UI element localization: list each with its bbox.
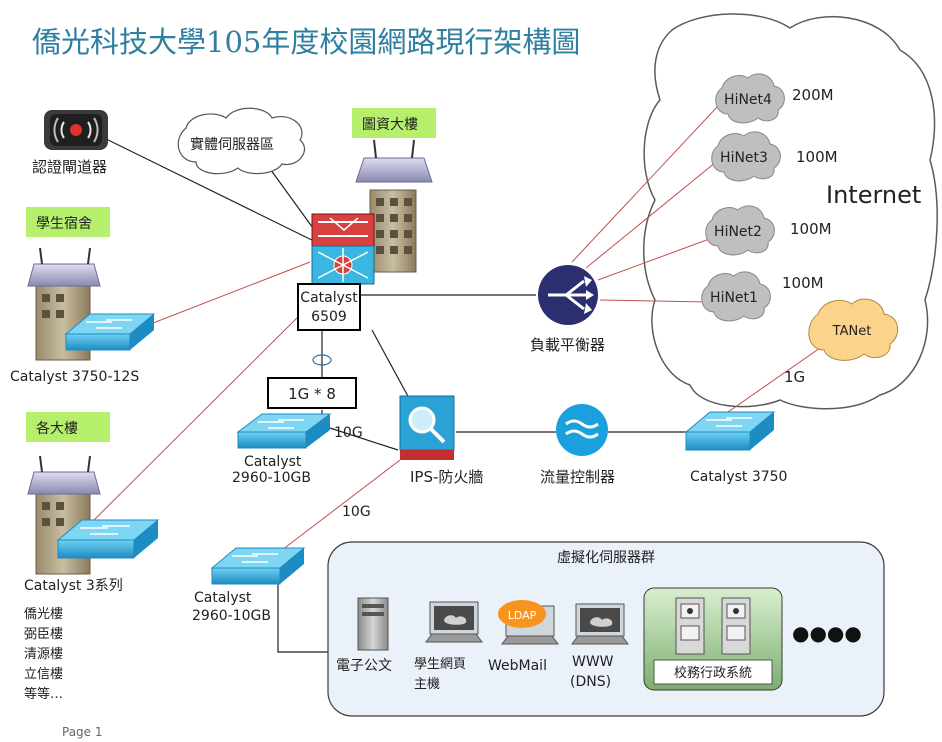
file-cabinet-icon [675, 597, 705, 655]
link-10g-b: 10G [342, 504, 371, 520]
isp-bandwidth: 100M [790, 220, 832, 238]
webmail-server: LDAP WebMail [488, 600, 559, 674]
switch-icon [236, 413, 332, 449]
internet-label: Internet [826, 181, 921, 209]
isp-hinet3: HiNet3 100M [711, 131, 838, 182]
vm-server-group: 虛擬化伺服器群 電子公文 學生網頁 主機 LDAP WebMail [327, 541, 885, 717]
core-switch-label-2: 6509 [311, 309, 347, 325]
link-1g: 1G [784, 368, 805, 386]
page-title: 僑光科技大學105年度校園網路現行架構圖 [32, 25, 580, 59]
switch-2960-a: Catalyst 2960-10GB 10G [232, 413, 363, 486]
campus-switch-label: Catalyst 3系列 [24, 578, 123, 594]
trunk-label-box: 1G * 8 [267, 377, 357, 409]
tanet-cloud: TANet [808, 298, 899, 361]
isp-name: HiNet4 [724, 92, 772, 108]
www-label-2: (DNS) [570, 674, 611, 690]
physical-server-zone: 實體伺服器區 [177, 107, 306, 175]
auth-gateway: 認證閘道器 [32, 110, 108, 176]
dorm-group: 學生宿舍 Catalyst 3750-12S [10, 207, 156, 385]
isp-bandwidth: 200M [792, 86, 834, 104]
load-balancer: 負載平衡器 [530, 265, 605, 354]
dorm-switch-icon [64, 313, 156, 351]
ldap-badge-label: LDAP [508, 609, 537, 622]
building-name-5: 等等… [24, 686, 63, 702]
isp-name: HiNet3 [720, 150, 768, 166]
switch-icon [684, 411, 776, 451]
catalyst-3750: Catalyst 3750 1G [684, 368, 805, 485]
more-indicator: ●●●● [792, 621, 862, 645]
auth-gateway-label: 認證閘道器 [32, 158, 107, 176]
ips-firewall: IPS-防火牆 10G [342, 395, 483, 520]
library-tag-label: 圖資大樓 [362, 117, 418, 133]
isp-bandwidth: 100M [796, 148, 838, 166]
switch-2960-b: Catalyst 2960-10GB [192, 547, 306, 624]
www-dns-server: WWW (DNS) [570, 603, 629, 690]
buildings-group: 各大樓 Catalyst 3系列 僑光樓 弼臣樓 清源樓 立信樓 等等… [24, 412, 160, 702]
buildings-tag [26, 412, 110, 442]
catalyst-3750-label: Catalyst 3750 [690, 469, 787, 485]
campus-switch-icon [56, 519, 160, 559]
link-10g-a: 10G [334, 425, 363, 441]
dorm-tag-label: 學生宿舍 [36, 215, 92, 232]
isp-bandwidth: 100M [782, 274, 824, 292]
internet-cloud: Internet [643, 13, 938, 410]
tanet-label: TANet [832, 324, 872, 339]
building-name-1: 僑光樓 [24, 607, 63, 622]
wave-icon [556, 404, 608, 456]
dorm-switch-label: Catalyst 3750-12S [10, 369, 139, 385]
switch-2960-b-label-1: Catalyst [194, 590, 252, 606]
webmail-label: WebMail [488, 658, 547, 674]
isp-name: HiNet2 [714, 224, 762, 240]
isp-hinet4: HiNet4 200M [715, 73, 834, 124]
admin-system-label: 校務行政系統 [674, 665, 752, 681]
building-name-4: 立信樓 [24, 667, 63, 682]
building-icon [355, 139, 433, 273]
library-building: 圖資大樓 [352, 108, 436, 273]
doc-server-label: 電子公文 [336, 658, 392, 674]
switch-2960-a-label-1: Catalyst [244, 454, 302, 470]
www-label-1: WWW [572, 654, 614, 670]
student-web-label-2: 主機 [414, 677, 440, 692]
building-name-2: 弼臣樓 [24, 627, 63, 642]
page-footer: Page 1 [62, 725, 103, 739]
building-name-3: 清源樓 [24, 647, 63, 662]
admin-system: 校務行政系統 [643, 587, 783, 691]
student-web-server: 學生網頁 主機 [414, 601, 483, 692]
core-switch-label-1: Catalyst [300, 290, 358, 306]
file-cabinet-icon [721, 597, 751, 655]
ldap-badge [498, 600, 546, 628]
switch-icon [210, 547, 306, 585]
isp-hinet1: HiNet1 100M [701, 271, 824, 322]
switch-2960-b-label-2: 2960-10GB [192, 608, 271, 624]
traffic-controller-label: 流量控制器 [540, 468, 615, 486]
physical-server-label: 實體伺服器區 [190, 136, 274, 153]
buildings-tag-label: 各大樓 [36, 421, 78, 437]
vm-group-title: 虛擬化伺服器群 [557, 550, 655, 566]
student-web-label-1: 學生網頁 [414, 657, 466, 672]
isp-name: HiNet1 [710, 290, 758, 306]
ips-firewall-label: IPS-防火牆 [410, 468, 483, 486]
traffic-controller: 流量控制器 [540, 404, 615, 486]
firewall-icon [399, 395, 455, 460]
core-switch: Catalyst 6509 [297, 213, 375, 331]
dorm-tag [26, 207, 110, 237]
doc-server: 電子公文 [336, 597, 392, 674]
switch-2960-a-label-2: 2960-10GB [232, 470, 311, 486]
isp-hinet2: HiNet2 100M [705, 205, 832, 256]
load-balancer-label: 負載平衡器 [530, 336, 605, 354]
links [91, 105, 821, 653]
library-tag [352, 108, 436, 138]
trunk-label: 1G * 8 [288, 385, 336, 403]
